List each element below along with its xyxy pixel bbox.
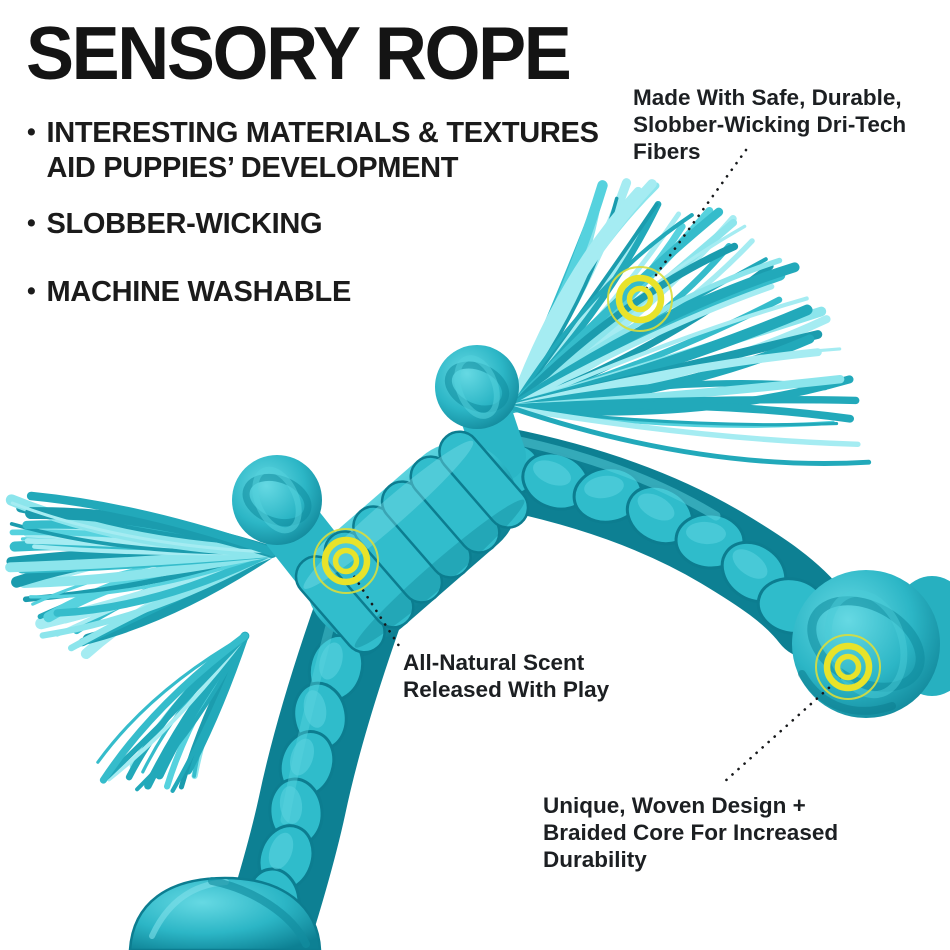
rope-knot-left — [232, 455, 322, 545]
rope-coil — [294, 430, 530, 654]
bullet-dot: • — [27, 118, 36, 146]
callout-natural-scent: All-Natural Scent Released With Play — [403, 650, 610, 703]
feature-bullet-list: • INTERESTING MATERIALS & TEXTURES AID P… — [27, 116, 617, 331]
rope-tassel-tuft — [96, 631, 250, 793]
dritech-marker-bullseye — [607, 266, 673, 332]
durability-marker-bullseye — [815, 634, 881, 700]
rope-tassel-top — [506, 178, 872, 466]
feature-bullet-text: SLOBBER-WICKING — [46, 207, 323, 240]
rope-tassel-left — [5, 491, 278, 660]
leader-line-scent — [348, 568, 403, 651]
leader-lines — [348, 148, 843, 785]
rope-knot-center — [435, 345, 519, 429]
feature-bullet: • INTERESTING MATERIALS & TEXTURES AID P… — [27, 116, 617, 186]
feature-bullet-text: MACHINE WASHABLE — [46, 276, 351, 309]
bullet-dot: • — [27, 208, 36, 237]
feature-bullet: • SLOBBER-WICKING — [27, 207, 617, 242]
rope-knot-bottom — [128, 876, 322, 950]
feature-bullet: • MACHINE WASHABLE — [27, 275, 617, 310]
leader-line-durability — [721, 675, 843, 785]
page-title: SENSORY ROPE — [26, 11, 572, 95]
leader-line-dritech — [641, 148, 748, 295]
bullet-dot: • — [27, 277, 36, 306]
callout-dritech-fibers: Made With Safe, Durable, Slobber-Wicking… — [633, 85, 907, 165]
callout-woven-design: Unique, Woven Design + Braided Core For … — [543, 793, 839, 873]
scent-marker-bullseye — [313, 528, 379, 594]
feature-bullet-text: INTERESTING MATERIALS & TEXTURES AID PUP… — [46, 117, 599, 184]
